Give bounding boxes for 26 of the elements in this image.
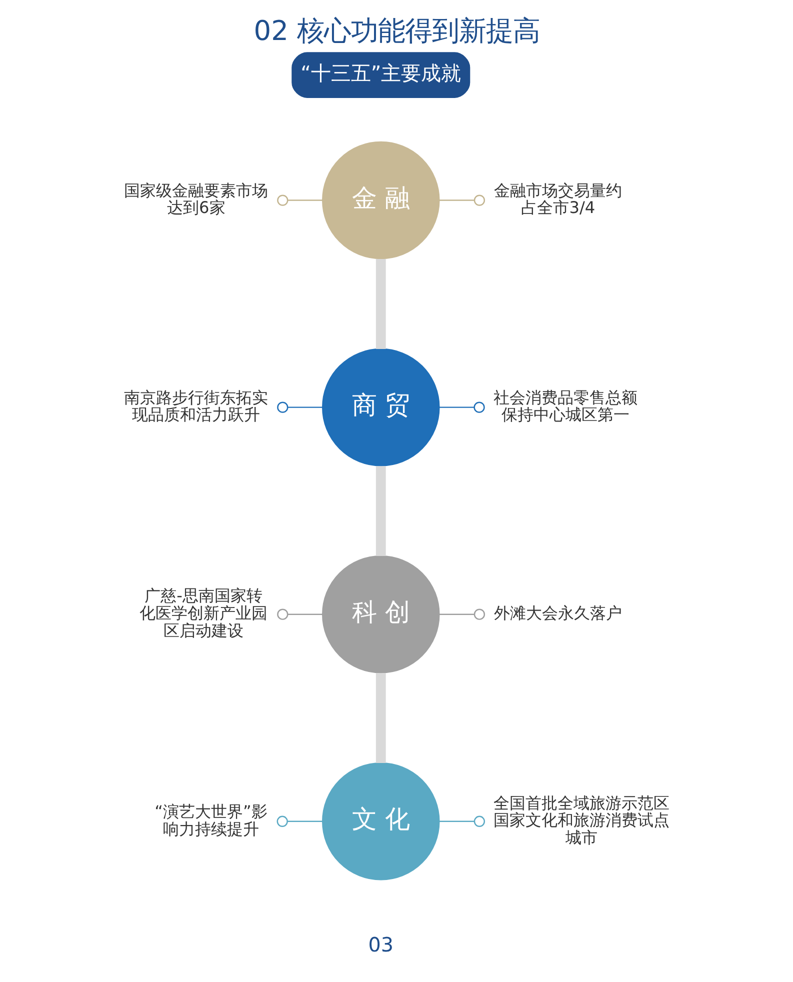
diagram-title: 02 核心功能得到新提高: [253, 16, 540, 47]
node-text: 广慈-思南国家转化医学创新产业园区启动建设: [139, 586, 268, 640]
node-text: 社会消费品零售总额保持中心城区第一: [493, 388, 638, 424]
node-text: 南京路步行街东拓实现品质和活力跃升: [124, 388, 268, 424]
node-text: 外滩大会永久落户: [494, 604, 622, 623]
node-circle: 文 化: [322, 762, 440, 880]
connector: [438, 608, 485, 620]
node-circle: 科 创: [322, 555, 440, 674]
node-text: 国家级金融要素市场达到6家: [124, 180, 268, 218]
connector: [276, 194, 322, 206]
connector: [375, 673, 386, 764]
node-text: 全国首批全域旅游示范区国家文化和旅游消费试点城市: [493, 793, 670, 847]
connector: [375, 466, 386, 556]
node-circle: 金 融: [322, 141, 440, 260]
connector: [438, 194, 485, 206]
node-text: 金融市场交易量约占全市3/4: [494, 180, 622, 218]
connector: [276, 608, 322, 620]
label: 03: [368, 933, 393, 956]
connector: [438, 402, 484, 413]
node-text: “演艺大世界”影响力持续提升: [154, 802, 267, 838]
connector: [276, 402, 322, 413]
connector: [438, 816, 484, 827]
connector: [375, 259, 386, 349]
node-circle: 商 贸: [322, 348, 440, 466]
connector: [276, 816, 322, 827]
label: “十三五”主要成就: [300, 62, 461, 85]
